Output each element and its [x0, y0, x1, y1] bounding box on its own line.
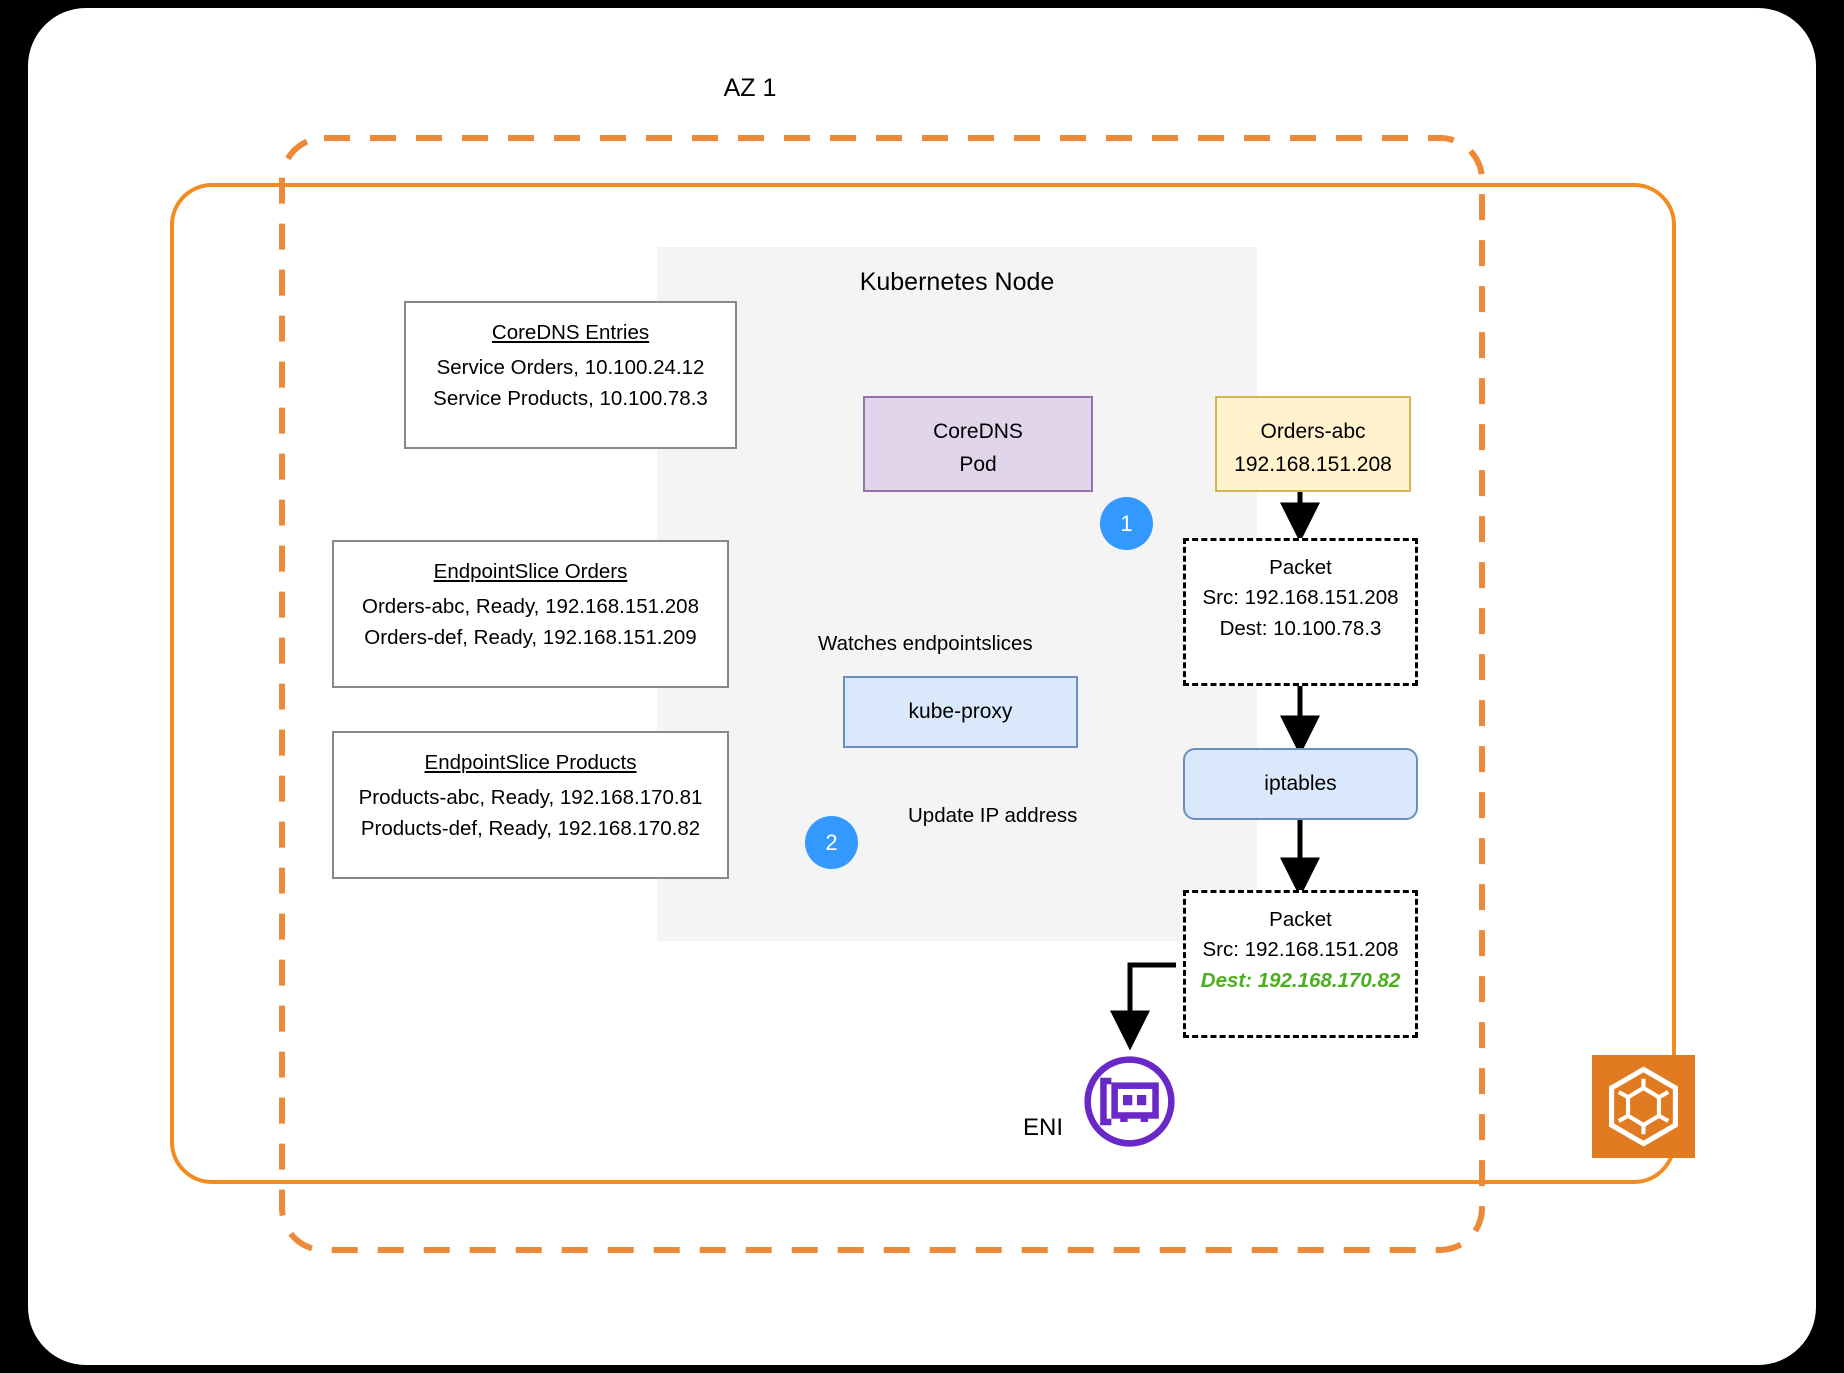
- step-badge-2: 2: [805, 816, 858, 869]
- packet-bottom-title: Packet: [1269, 908, 1332, 931]
- iptables-label: iptables: [1264, 772, 1337, 795]
- endpointslice-products-box: EndpointSlice Products Products-abc, Rea…: [332, 731, 729, 879]
- endpointslice-products-line-1: Products-abc, Ready, 192.168.170.81: [358, 786, 703, 810]
- kubernetes-logo-icon: [1592, 1055, 1695, 1158]
- endpointslice-products-line-2: Products-def, Ready, 192.168.170.82: [360, 817, 701, 841]
- kubernetes-node-title: Kubernetes Node: [859, 268, 1055, 296]
- packet-bottom-box: Packet Src: 192.168.151.208 Dest: 192.16…: [1183, 890, 1418, 1038]
- packet-top-box: Packet Src: 192.168.151.208 Dest: 10.100…: [1183, 538, 1418, 686]
- coredns-entries-title: CoreDNS Entries: [491, 321, 650, 344]
- endpointslice-orders-title: EndpointSlice Orders: [433, 560, 628, 583]
- endpointslice-orders-line-2: Orders-def, Ready, 192.168.151.209: [364, 626, 697, 650]
- eni-label: ENI: [1023, 1114, 1064, 1141]
- kube-proxy-label: kube-proxy: [908, 700, 1013, 723]
- coredns-pod-line-2: Pod: [959, 452, 997, 476]
- endpointslice-orders-line-1: Orders-abc, Ready, 192.168.151.208: [362, 595, 699, 619]
- kubernetes-node-panel: [657, 247, 1257, 941]
- watches-endpointslices-label: Watches endpointslices: [818, 632, 1033, 655]
- packet-bottom-src: Src: 192.168.151.208: [1202, 938, 1399, 962]
- update-ip-address-label: Update IP address: [908, 804, 1078, 827]
- coredns-entries-line-2: Service Products, 10.100.78.3: [433, 387, 708, 411]
- endpointslice-products-title: EndpointSlice Products: [424, 751, 637, 774]
- packet-top-dest: Dest: 10.100.78.3: [1219, 616, 1382, 640]
- orders-abc-pod-box: Orders-abc 192.168.151.208: [1215, 396, 1411, 492]
- iptables-box: iptables: [1183, 748, 1418, 820]
- orders-abc-ip: 192.168.151.208: [1234, 452, 1392, 476]
- coredns-entries-line-1: Service Orders, 10.100.24.12: [436, 356, 705, 380]
- orders-abc-name: Orders-abc: [1260, 420, 1366, 443]
- kube-proxy-box: kube-proxy: [843, 676, 1078, 748]
- eni-icon: [1084, 1056, 1175, 1147]
- endpointslice-orders-box: EndpointSlice Orders Orders-abc, Ready, …: [332, 540, 729, 688]
- az-label: AZ 1: [723, 74, 777, 102]
- step-badge-1: 1: [1100, 497, 1153, 550]
- packet-top-src: Src: 192.168.151.208: [1202, 586, 1399, 610]
- coredns-pod-box: CoreDNS Pod: [863, 396, 1093, 492]
- packet-top-title: Packet: [1269, 556, 1332, 579]
- coredns-entries-box: CoreDNS Entries Service Orders, 10.100.2…: [404, 301, 737, 449]
- packet-bottom-dest: Dest: 192.168.170.82: [1200, 968, 1401, 992]
- coredns-pod-line-1: CoreDNS: [933, 420, 1023, 443]
